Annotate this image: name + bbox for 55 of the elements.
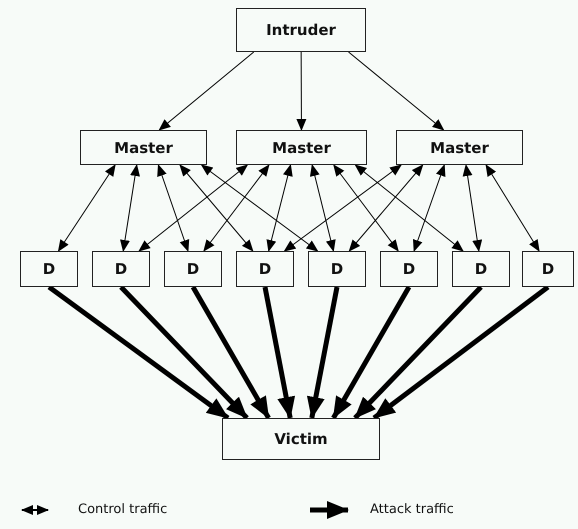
- double-arrow: [203, 164, 270, 252]
- node-box: [80, 130, 207, 165]
- node-box: [236, 130, 367, 165]
- node-box: [92, 251, 150, 287]
- node-label: Master: [272, 138, 331, 156]
- legend-label: Attack traffic: [370, 502, 454, 517]
- double-arrow: [266, 164, 293, 252]
- double-arrow: [348, 164, 424, 252]
- double-arrow: [333, 164, 399, 252]
- double-arrow: [120, 164, 140, 252]
- legend-label: Control traffic: [78, 502, 168, 517]
- thick-arrow: [353, 285, 483, 420]
- node-label: D: [186, 260, 200, 278]
- double-arrow: [58, 164, 116, 252]
- node-box: [236, 251, 294, 287]
- node-label: Victim: [274, 430, 328, 448]
- node-box: [236, 8, 366, 52]
- node-box: [522, 251, 574, 287]
- node-box: [380, 251, 438, 287]
- double-arrow: [413, 164, 446, 252]
- node-label: D: [42, 260, 56, 278]
- node-box: [452, 251, 510, 287]
- double-arrow: [200, 164, 318, 252]
- thick-arrow: [190, 286, 271, 420]
- thick-arrow: [119, 285, 249, 420]
- node-label: Master: [114, 138, 173, 156]
- arrow: [348, 52, 444, 131]
- node-label: Master: [430, 138, 489, 156]
- double-arrow: [354, 164, 464, 252]
- thick-arrow: [306, 286, 340, 419]
- arrow: [158, 52, 254, 131]
- node-box: [20, 251, 78, 287]
- thick-arrow: [372, 285, 550, 420]
- node-label: D: [402, 260, 416, 278]
- node-label: D: [330, 260, 344, 278]
- node-label: D: [258, 260, 272, 278]
- node-box: [222, 418, 380, 460]
- double-arrow: [486, 164, 540, 252]
- double-arrow: [284, 164, 402, 252]
- double-arrow: [157, 164, 190, 252]
- double-arrow: [138, 164, 248, 252]
- double-arrow: [310, 164, 336, 252]
- node-box: [396, 130, 523, 165]
- node-label: D: [542, 260, 554, 278]
- double-arrow: [462, 164, 482, 252]
- node-label: Intruder: [266, 21, 336, 39]
- thick-arrow: [262, 286, 296, 419]
- arrow: [296, 52, 306, 131]
- double-arrow: [179, 164, 254, 252]
- node-box: [164, 251, 222, 287]
- thick-arrow: [48, 284, 230, 420]
- node-label: D: [114, 260, 128, 278]
- node-box: [308, 251, 366, 287]
- node-label: D: [474, 260, 488, 278]
- thick-arrow: [331, 286, 412, 420]
